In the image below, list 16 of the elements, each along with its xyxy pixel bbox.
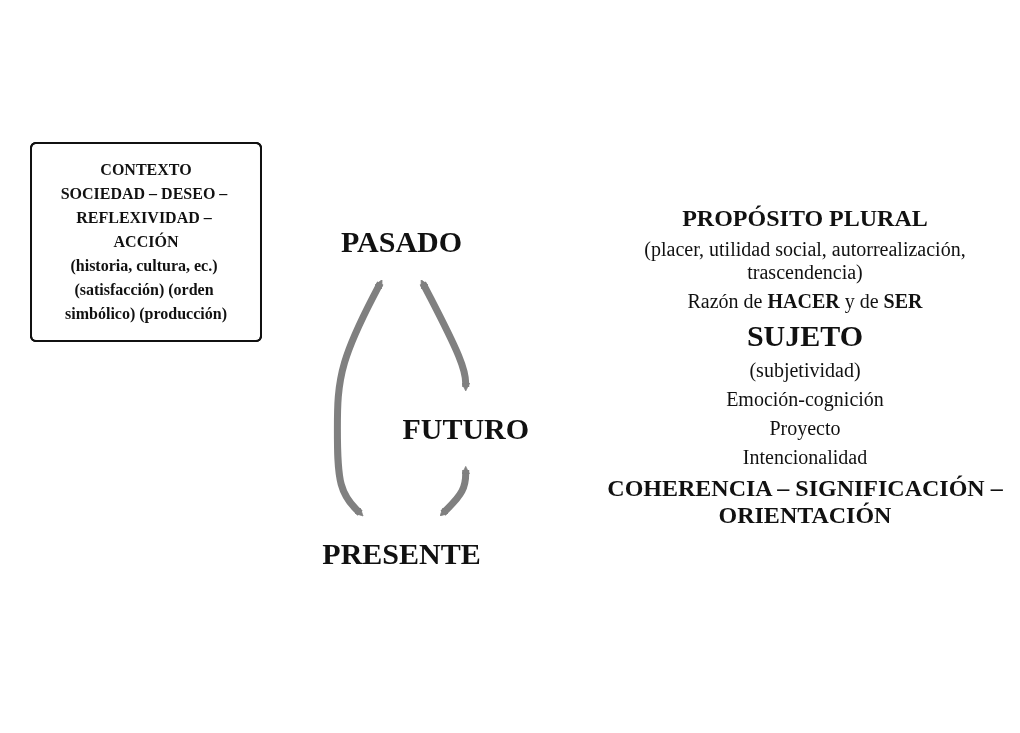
label-text: (placer, utilidad social, autorrealización, trascendencia) [643, 237, 967, 284]
node-text: PRESENTE [322, 536, 481, 570]
label-text: Emoción-cognición [726, 387, 884, 411]
node-text: CONTEXTO SOCIEDAD – DESEO – REFLEXIVIDAD – ACCIÓN (historia, cultura, ec.) (satisfacción) (orden simbólico) (producción) [60, 160, 228, 322]
arrow [333, 278, 384, 516]
label-text: PROPÓSITO PLURAL [682, 204, 928, 232]
label-text: (subjetividad) [749, 358, 861, 382]
label-text: SUJETO [746, 318, 864, 353]
caption-text: Razón de HACER y de SER [687, 289, 923, 313]
node-text: PASADO [340, 225, 463, 258]
label-text: Proyecto [769, 416, 841, 440]
label-text: COHERENCIA – SIGNIFICACIÓN – ORIENTACIÓN [606, 474, 1004, 529]
label-text: Intencionalidad [742, 445, 868, 469]
arrow [439, 465, 471, 516]
arrow [419, 278, 471, 391]
node-text: FUTURO [402, 411, 530, 445]
